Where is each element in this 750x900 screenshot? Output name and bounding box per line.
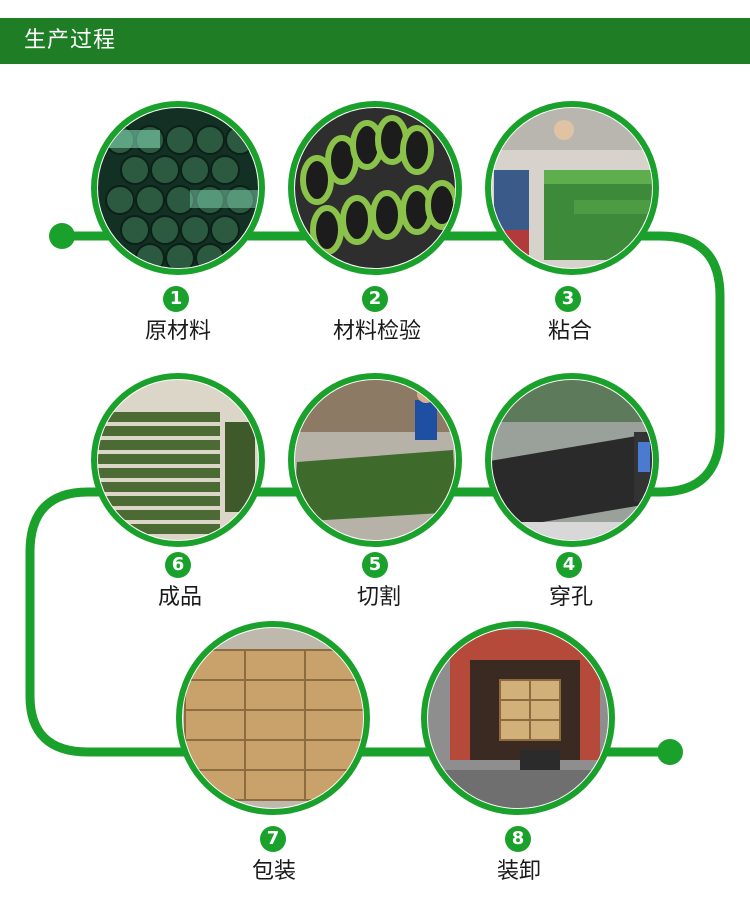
loading-photo — [420, 620, 616, 816]
step-label: 原材料 — [88, 318, 268, 346]
step-number-badge: 1 — [163, 286, 189, 312]
flow-start-dot — [49, 223, 75, 249]
packing-photo — [175, 620, 371, 816]
cutting-photo — [287, 372, 463, 548]
finished-product-photo — [90, 372, 266, 548]
step-number-badge: 7 — [260, 826, 286, 852]
step-label: 装卸 — [429, 858, 609, 886]
step-number-badge: 5 — [362, 552, 388, 578]
step-7: 7 包装 — [175, 620, 355, 890]
step-label: 切割 — [289, 584, 469, 612]
step-1: 1 原材料 — [90, 100, 270, 360]
perforation-photo — [484, 372, 660, 548]
material-inspection-photo — [287, 100, 463, 276]
step-5: 5 切割 — [287, 372, 467, 632]
raw-materials-photo — [90, 100, 266, 276]
step-label: 材料检验 — [287, 318, 467, 346]
flow-end-dot — [657, 739, 683, 765]
step-8: 8 装卸 — [420, 620, 600, 890]
step-number-badge: 3 — [555, 286, 581, 312]
bonding-photo — [484, 100, 660, 276]
step-label: 成品 — [90, 584, 270, 612]
step-4: 4 穿孔 — [484, 372, 664, 632]
step-2: 2 材料检验 — [287, 100, 467, 360]
step-number-badge: 8 — [505, 826, 531, 852]
step-number-badge: 4 — [556, 552, 582, 578]
step-3: 3 粘合 — [484, 100, 664, 360]
step-number-badge: 6 — [165, 552, 191, 578]
step-label: 粘合 — [480, 318, 660, 346]
step-6: 6 成品 — [90, 372, 270, 632]
step-number-badge: 2 — [362, 286, 388, 312]
step-label: 包装 — [184, 858, 364, 886]
step-label: 穿孔 — [481, 584, 661, 612]
